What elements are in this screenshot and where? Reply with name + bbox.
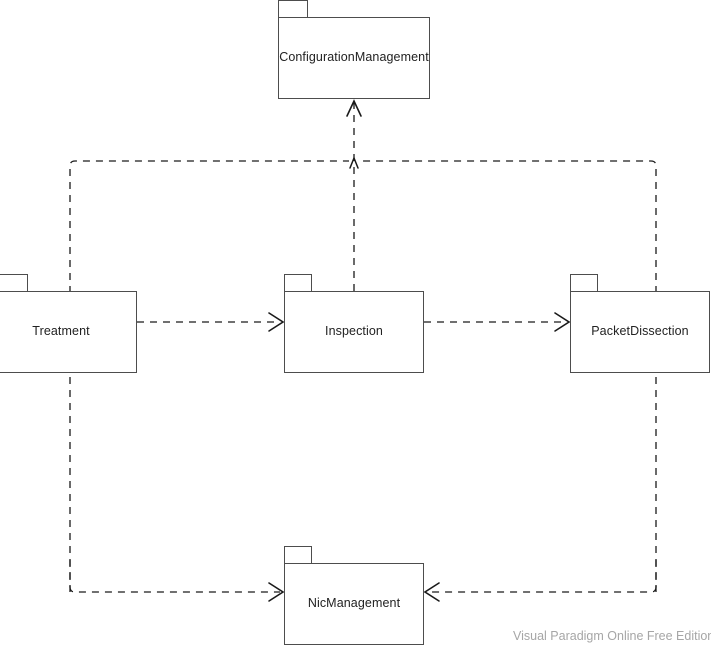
package-tab-inspection — [284, 274, 312, 292]
package-body-packet-dissection[interactable]: PacketDissection — [570, 291, 710, 373]
package-body-configuration-management[interactable]: ConfigurationManagement — [278, 17, 430, 99]
arrowhead-inspection-to-configuration-management — [346, 99, 362, 117]
dependency-treatment-to-configuration-management[interactable] — [69, 160, 349, 592]
dependency-packet-dissection-to-configuration-management[interactable] — [359, 160, 657, 592]
arrowhead-right-bus-to-nic-management — [423, 582, 440, 602]
arrowhead-top-bus-to-configuration-management — [349, 155, 359, 169]
package-tab-nic-management — [284, 546, 312, 564]
package-label-treatment: Treatment — [32, 324, 90, 339]
arrowhead-treatment-to-inspection — [268, 312, 285, 332]
package-tab-packet-dissection — [570, 274, 598, 292]
package-label-inspection: Inspection — [325, 324, 383, 339]
dependency-treatment-to-nic-management[interactable] — [69, 560, 280, 593]
package-label-configuration-management: ConfigurationManagement — [279, 50, 429, 65]
package-label-nic-management: NicManagement — [307, 596, 401, 611]
watermark-label: Visual Paradigm Online Free Edition — [513, 629, 711, 643]
package-body-nic-management[interactable]: NicManagement — [284, 563, 424, 645]
package-label-packet-dissection: PacketDissection — [591, 324, 689, 339]
package-tab-configuration-management — [278, 0, 308, 18]
arrowhead-left-bus-to-nic-management — [268, 582, 285, 602]
package-body-treatment[interactable]: Treatment — [0, 291, 137, 373]
package-body-inspection[interactable]: Inspection — [284, 291, 424, 373]
package-tab-treatment — [0, 274, 28, 292]
arrowhead-inspection-to-packet-dissection — [554, 312, 571, 332]
dependency-packet-dissection-to-nic-management[interactable] — [428, 560, 657, 593]
